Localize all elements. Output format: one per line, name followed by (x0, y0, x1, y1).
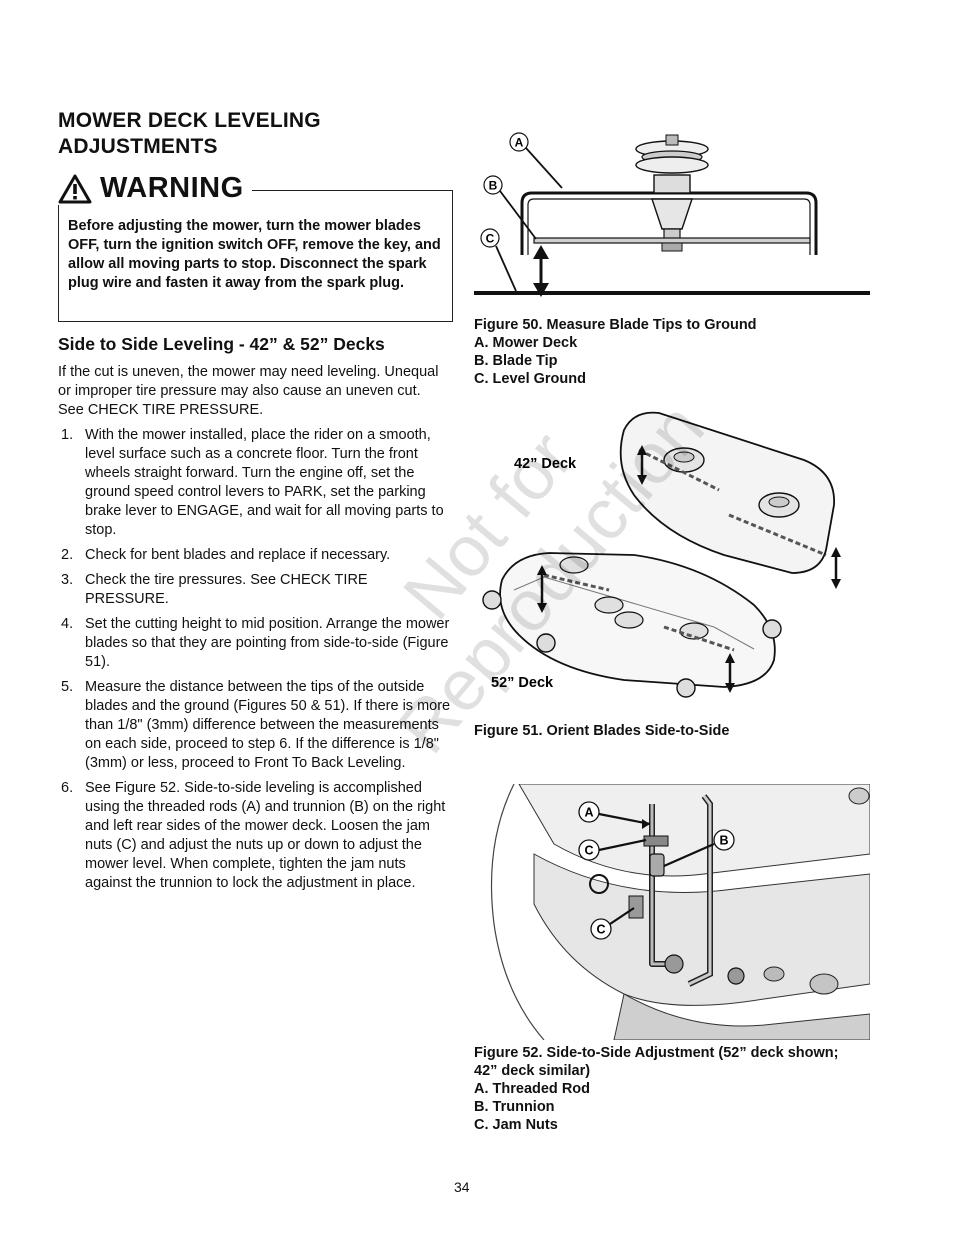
warning-triangle-icon (58, 174, 92, 203)
subsection-title: Side to Side Leveling - 42” & 52” Decks (58, 334, 385, 354)
callout-c-upper: C (584, 844, 593, 858)
intro-paragraph: If the cut is uneven, the mower may need… (58, 364, 439, 418)
list-item: 1. With the mower installed, place the ri… (58, 426, 453, 540)
warning-box (58, 190, 453, 322)
page-number: 34 (454, 1179, 470, 1195)
figure-50-legend-c: C. Level Ground (474, 371, 586, 387)
step-text: Set the cutting height to mid position. … (85, 616, 450, 670)
warning-text: Before adjusting the mower, turn the mow… (68, 218, 441, 291)
figure-52-legend-c: C. Jam Nuts (474, 1117, 558, 1133)
label-52-deck: 52” Deck (491, 675, 554, 691)
list-item: 4. Set the cutting height to mid position… (58, 615, 453, 672)
figure-51-caption: Figure 51. Orient Blades Side-to-Side (474, 723, 730, 739)
callout-a-circle (578, 801, 600, 823)
figure-52-caption-line2: 42” deck similar) (474, 1063, 591, 1079)
figure-52-legend-b: B. Trunnion (474, 1099, 555, 1115)
callout-b-circle (483, 175, 503, 195)
figure-50-caption-block: Figure 50. Measure Blade Tips to Ground … (474, 316, 757, 388)
step-number: 3. (61, 572, 74, 588)
warning-heading: WARNING (100, 172, 244, 204)
step-text: Measure the distance between the tips of… (85, 679, 451, 771)
list-item: 3. Check the tire pressures. See CHECK TI… (58, 571, 453, 609)
section-title-line1: MOWER DECK LEVELING (58, 109, 321, 132)
figure-50-caption: Figure 50. Measure Blade Tips to Ground (474, 317, 757, 333)
figure-52-legend-a: A. Threaded Rod (474, 1081, 591, 1097)
callout-b: B (719, 834, 728, 848)
section-title: MOWER DECK LEVELING ADJUSTMENTS (58, 108, 438, 160)
step-text: See Figure 52. Side-to-side leveling is … (85, 780, 446, 891)
warning-header: WARNING (52, 172, 252, 205)
figure-52-caption-block: Figure 52. Side-to-Side Adjustment (52” … (474, 1044, 838, 1134)
figure-51-illustration: 42” Deck 52” Deck (482, 411, 841, 698)
step-number: 2. (61, 547, 74, 563)
step-number: 1. (61, 427, 74, 443)
figure-50-legend-b: B. Blade Tip (474, 353, 558, 369)
step-text: Check the tire pressures. See CHECK TIRE… (85, 572, 368, 607)
figure-52-illustration: A B C C (474, 784, 870, 1040)
step-number: 5. (61, 679, 74, 695)
callout-b-circle (713, 829, 735, 851)
figure-52-caption-line1: Figure 52. Side-to-Side Adjustment (52” … (474, 1045, 839, 1061)
steps-list: 1. With the mower installed, place the ri… (58, 426, 453, 899)
figure-50-legend-a: A. Mower Deck (474, 335, 578, 351)
section-title-line2: ADJUSTMENTS (58, 135, 218, 158)
callout-c: C (486, 232, 495, 246)
callout-c-lower: C (596, 923, 605, 937)
callout-a: A (584, 806, 593, 820)
step-number: 6. (61, 780, 74, 796)
label-42-deck: 42” Deck (514, 456, 577, 472)
callout-a: A (515, 136, 524, 150)
step-text: Check for bent blades and replace if nec… (85, 547, 391, 563)
callout-b: B (489, 179, 498, 193)
step-number: 4. (61, 616, 74, 632)
callout-c-lower-circle (590, 918, 612, 940)
list-item: 2. Check for bent blades and replace if n… (58, 546, 453, 565)
step-text: With the mower installed, place the ride… (85, 427, 444, 538)
callout-a-circle (509, 132, 529, 152)
figure-50-illustration: A B C (474, 132, 870, 297)
list-item: 6. See Figure 52. Side-to-side leveling i… (58, 779, 453, 893)
list-item: 5. Measure the distance between the tips … (58, 678, 453, 773)
callout-c-circle (480, 228, 500, 248)
